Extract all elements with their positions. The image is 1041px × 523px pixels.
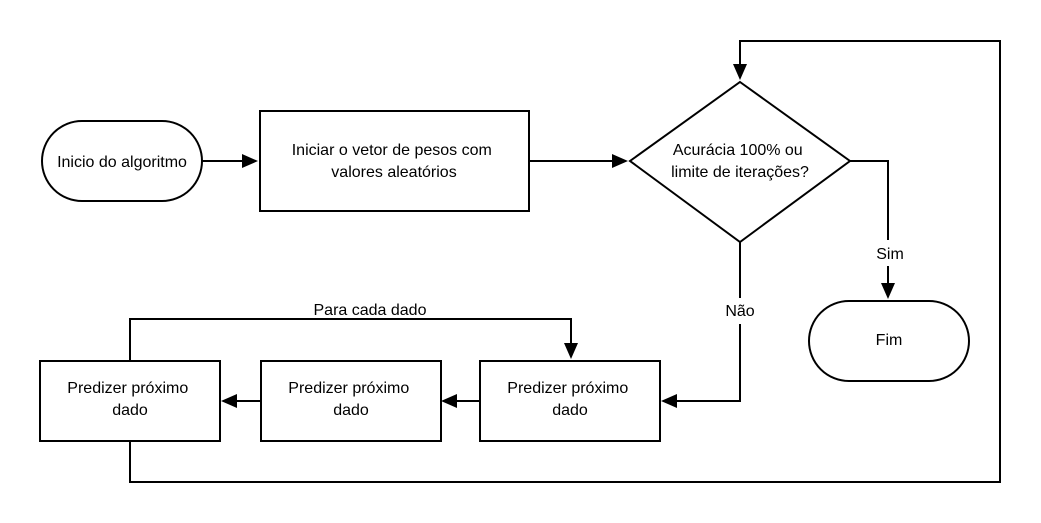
end-terminal-shape [808,300,970,382]
end-node-label: Fim [876,332,903,349]
arrowhead-predict-3 [221,394,237,408]
predict-next-process-node-3: Predizer próximo dado [39,360,221,442]
loop-label-background [300,299,440,317]
connector-return-to-decision [129,40,1001,483]
start-terminal-shape [41,120,203,202]
arrowhead-init [242,154,258,168]
start-node-label: Inicio do algoritmo [57,154,187,171]
predict-next-process-node-1: Predizer próximo dado [479,360,661,442]
no-label-background [720,298,762,324]
arrowhead-decision [612,154,628,168]
connector-decision-to-predict-1 [677,242,741,402]
connector-for-each-loop [129,318,572,361]
init-weights-label: Iniciar o vetor de pesos com valores ale… [292,142,497,181]
predict-next-process-node-2: Predizer próximo dado [260,360,442,442]
stop-condition-label: Acurácia 100% ou limite de iterações? [671,142,809,181]
no-edge-label: Não [725,303,754,320]
predict-next-shape-2 [260,360,442,442]
arrowhead-predict-2 [441,394,457,408]
predict-next-label-2: Predizer próximo dado [288,380,413,419]
arrowhead-end [881,283,895,299]
stop-condition-decision-node: Acurácia 100% ou limite de iterações? [628,80,852,244]
predict-next-label-1: Predizer próximo dado [507,380,632,419]
arrowhead-predict-1 [661,394,677,408]
arrowhead-loop [564,343,578,359]
for-each-edge-label: Para cada dado [314,302,427,319]
end-terminal-node: Fim [808,300,970,382]
start-terminal-node: Inicio do algoritmo [41,120,203,202]
arrowhead-return [733,64,747,80]
predict-next-shape-1 [479,360,661,442]
predict-next-label-3: Predizer próximo dado [67,380,192,419]
init-weights-process-node: Iniciar o vetor de pesos com valores ale… [259,110,530,212]
init-weights-process-shape [259,110,530,212]
stop-condition-diamond [628,80,852,244]
predict-next-shape-3 [39,360,221,442]
yes-edge-label: Sim [876,246,904,263]
yes-label-background [870,240,908,266]
